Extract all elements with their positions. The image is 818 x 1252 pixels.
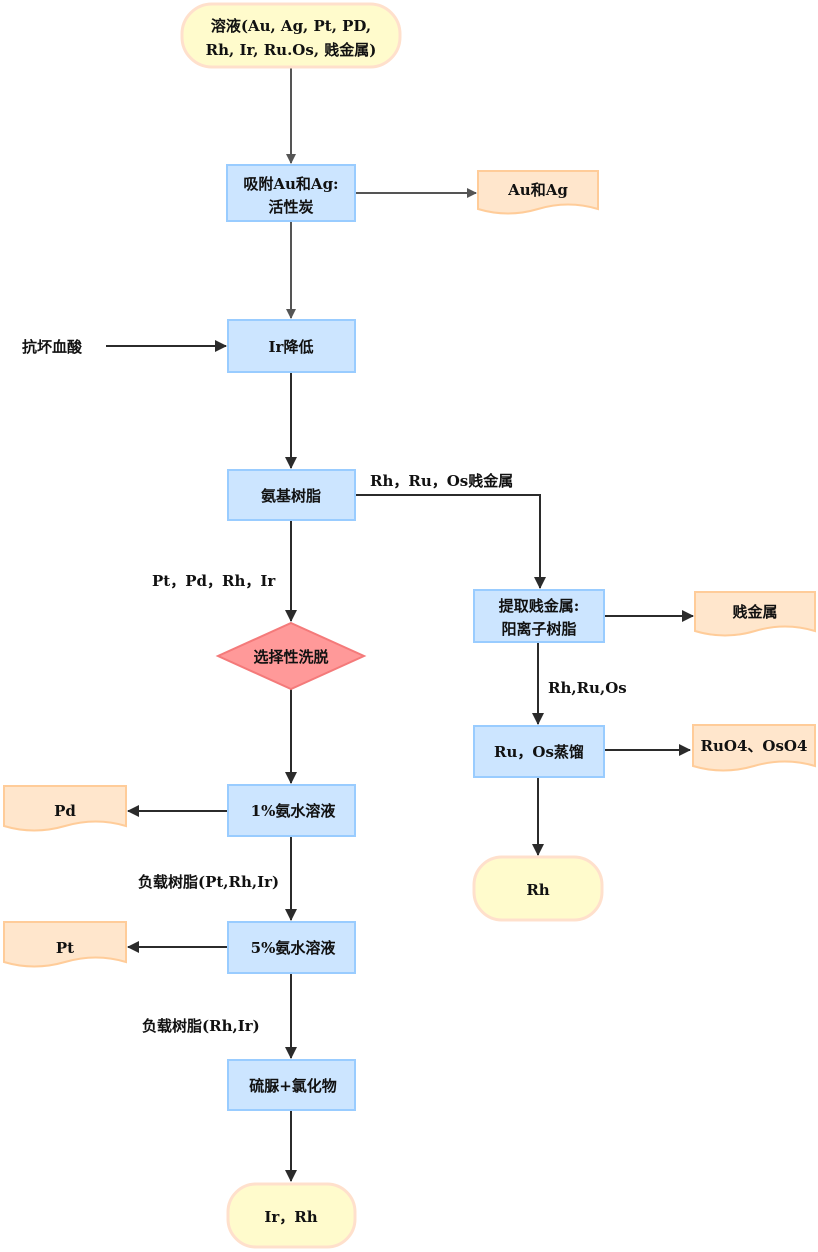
node-text-line: Rh xyxy=(526,881,549,899)
node-text-line: Pt xyxy=(56,939,74,957)
node-text-line: 硫脲+氯化物 xyxy=(249,1077,337,1095)
node-text-line: Pd xyxy=(54,802,76,820)
node-text-line: Ir降低 xyxy=(269,338,314,356)
node-text-line: Rh, Ir, Ru.Os, 贱金属) xyxy=(206,41,377,59)
node-text-line: Ru，Os蒸馏 xyxy=(494,743,584,761)
node-ir-rh-end[interactable]: Ir，Rh xyxy=(226,1182,357,1249)
node-text-line: 溶液(Au, Ag, Pt, PD, xyxy=(211,17,371,35)
node-text-line: Au和Ag xyxy=(507,181,568,199)
node-base-metal-output[interactable]: 贱金属 xyxy=(694,591,816,637)
node-selective-elution[interactable]: 选择性洗脱 xyxy=(215,621,367,691)
node-pt-output[interactable]: Pt xyxy=(3,921,127,968)
label-pt-pd-rh-ir: Pt，Pd，Rh，Ir xyxy=(152,572,276,590)
edges xyxy=(106,68,694,1182)
label-rh-ru-os: Rh,Ru,Os xyxy=(548,679,627,697)
node-text-line: 吸附Au和Ag: xyxy=(243,175,338,193)
node-ruo4-oso4-output[interactable]: RuO4、OsO4 xyxy=(692,724,816,772)
node-text-line: 1%氨水溶液 xyxy=(251,802,337,820)
node-text-line: Ir，Rh xyxy=(264,1208,317,1226)
edge-amino-to-extract xyxy=(356,494,546,589)
node-text-line: 5%氨水溶液 xyxy=(251,939,337,957)
node-text-line: 选择性洗脱 xyxy=(253,648,328,666)
node-extract-base-metal[interactable]: 提取贱金属: 阳离子树脂 xyxy=(473,589,605,643)
node-ammonia-5-percent[interactable]: 5%氨水溶液 xyxy=(227,921,356,974)
node-text-line: 活性炭 xyxy=(268,198,313,216)
node-pd-output[interactable]: Pd xyxy=(3,785,127,832)
node-text-line: 阳离子树脂 xyxy=(501,620,576,638)
node-text-line: 氨基树脂 xyxy=(261,487,321,505)
node-adsorb-au-ag[interactable]: 吸附Au和Ag: 活性炭 xyxy=(226,164,356,222)
node-amino-resin[interactable]: 氨基树脂 xyxy=(227,469,356,521)
node-au-ag-output[interactable]: Au和Ag xyxy=(477,170,599,215)
node-start-solution[interactable]: 溶液(Au, Ag, Pt, PD, Rh, Ir, Ru.Os, 贱金属) xyxy=(180,2,402,69)
node-ir-reduce[interactable]: Ir降低 xyxy=(227,319,356,373)
label-loaded-resin-pt-rh-ir: 负载树脂(Pt,Rh,Ir) xyxy=(138,873,279,891)
node-text-line: 提取贱金属: xyxy=(499,597,580,615)
node-text-line: 贱金属 xyxy=(732,603,777,621)
node-rh-end[interactable]: Rh xyxy=(472,855,604,922)
node-thiourea-chloride[interactable]: 硫脲+氯化物 xyxy=(227,1059,356,1111)
node-ammonia-1-percent[interactable]: 1%氨水溶液 xyxy=(227,784,356,837)
node-ru-os-distillation[interactable]: Ru，Os蒸馏 xyxy=(473,725,605,778)
node-text-line: RuO4、OsO4 xyxy=(701,737,808,755)
label-loaded-resin-rh-ir: 负载树脂(Rh,Ir) xyxy=(142,1017,260,1035)
label-ascorbic-acid: 抗坏血酸 xyxy=(22,338,83,356)
label-rh-ru-os-base-metal: Rh，Ru，Os贱金属 xyxy=(370,472,513,490)
